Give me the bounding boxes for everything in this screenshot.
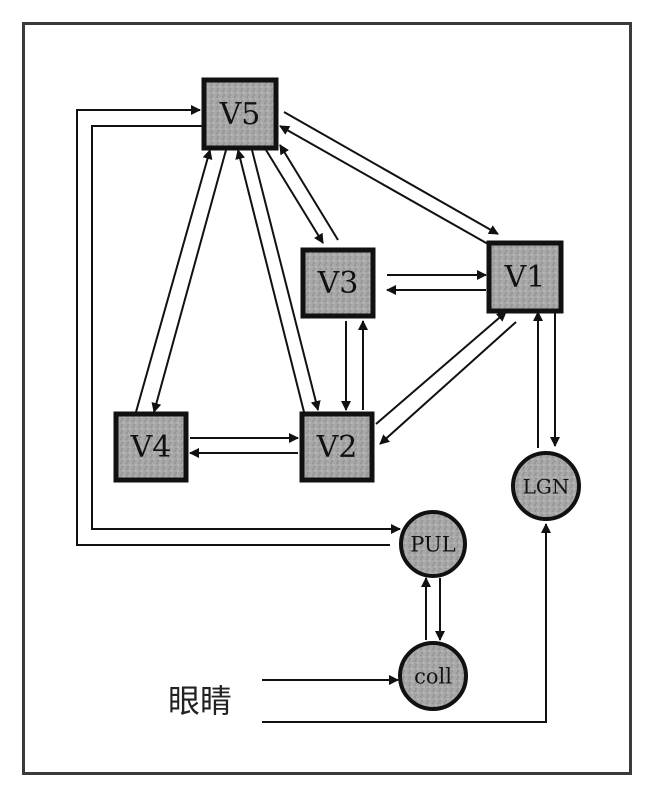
arrow-v5-to-pul-outer <box>91 125 401 534</box>
node-v2: V2 <box>299 411 375 483</box>
node-pul-label: PUL <box>410 533 455 557</box>
node-v5: V5 <box>201 77 279 151</box>
arrow-v5-to-v2 <box>251 149 321 411</box>
node-pul: PUL <box>399 510 467 578</box>
node-v5-label: V5 <box>219 97 261 132</box>
node-coll-label: coll <box>414 665 452 689</box>
arrow-v2-to-v1 <box>375 311 507 425</box>
node-lgn-label: LGN <box>523 475 570 499</box>
node-v1-label: V1 <box>504 260 546 295</box>
eye-label: 眼睛 <box>168 682 233 720</box>
connections <box>76 105 560 723</box>
node-v4-label: V4 <box>130 430 172 465</box>
diagram-frame <box>22 22 632 775</box>
node-v4: V4 <box>113 411 189 483</box>
arrow-v4-to-v5 <box>135 149 213 413</box>
node-lgn: LGN <box>511 451 581 521</box>
node-v3-label: V3 <box>317 266 359 301</box>
arrow-pul-to-v5-inner <box>76 105 390 546</box>
node-v3: V3 <box>300 247 376 319</box>
arrow-eye-to-lgn <box>262 523 551 723</box>
arrow-v5-to-v1 <box>283 111 499 235</box>
arrow-v1-to-v2 <box>379 321 517 445</box>
arrow-v3-to-v5 <box>279 144 339 241</box>
arrow-v5-to-v3 <box>265 149 324 244</box>
arrow-v5-to-v4 <box>151 149 227 413</box>
arrow-v1-to-v5 <box>279 125 489 245</box>
node-coll: coll <box>398 641 468 711</box>
node-v2-label: V2 <box>316 430 358 465</box>
node-v1: V1 <box>486 240 564 314</box>
arrow-v2-to-v5 <box>235 149 305 413</box>
